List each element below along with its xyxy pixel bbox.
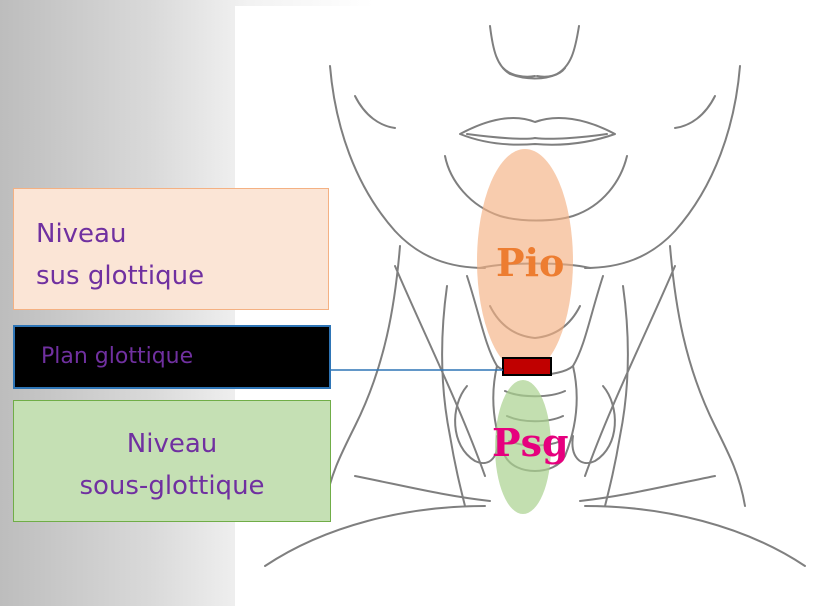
glottic-plane-box: Plan glottique <box>13 325 331 389</box>
glottic-plane-label: Plan glottique <box>41 327 329 387</box>
subglottic-label-line2: sous-glottique <box>14 465 330 507</box>
glottic-plane-marker <box>503 358 551 375</box>
psg-label: Psg <box>492 420 569 465</box>
subglottic-level-box: Niveau sous-glottique <box>13 400 331 522</box>
supraglottic-label-line2: sus glottique <box>36 255 328 297</box>
subglottic-label-line1: Niveau <box>14 423 330 465</box>
pio-label: Pio <box>496 240 564 285</box>
supraglottic-label-line1: Niveau <box>36 213 328 255</box>
supraglottic-level-box: Niveau sus glottique <box>13 188 329 310</box>
